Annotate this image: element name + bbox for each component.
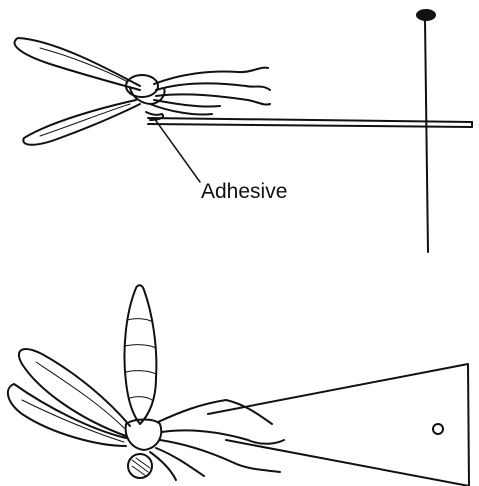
adhesive-label: Adhesive [201,180,287,203]
mounting-card [148,118,472,127]
bottom-panel [8,285,469,486]
top-panel [15,10,472,252]
side-view-insect [15,38,270,145]
adhesive-leader-line [154,118,200,182]
top-view-insect [8,285,284,480]
pin-head [417,10,435,20]
pin-shaft [425,20,428,252]
insect-pin [417,10,435,252]
pin-hole [433,424,443,434]
